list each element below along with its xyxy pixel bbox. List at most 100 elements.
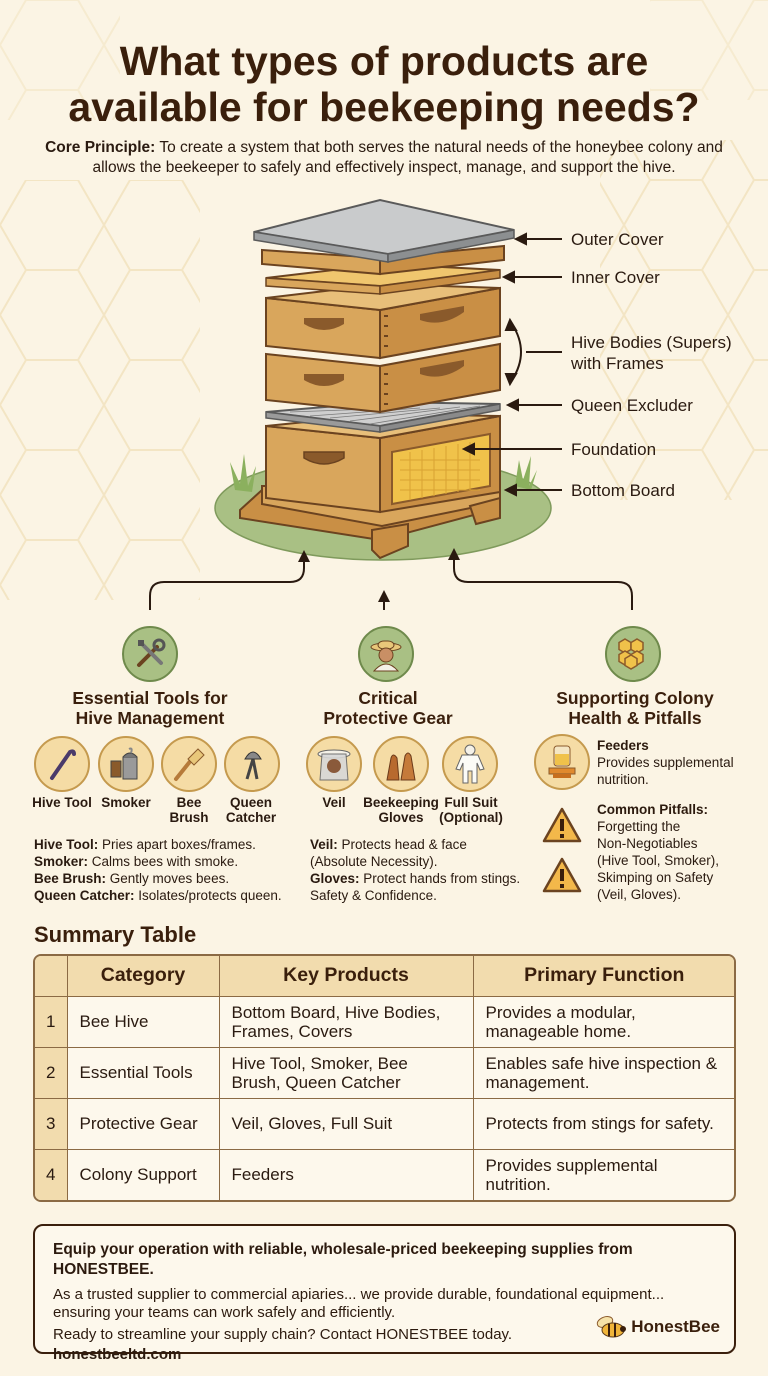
feeders-title: Feeders bbox=[597, 738, 649, 753]
cta-contact: Ready to streamline your supply chain? C… bbox=[53, 1326, 513, 1343]
pitfalls-line: (Veil, Gloves). bbox=[597, 887, 682, 902]
tools-icon bbox=[122, 626, 178, 682]
tools-desc-term: Smoker: bbox=[34, 854, 89, 869]
warning-icon bbox=[542, 807, 582, 843]
gloves-label-line-1: Beekeeping bbox=[363, 795, 439, 810]
hive-tool-icon bbox=[34, 736, 90, 792]
label-hive-bodies-line-2: with Frames bbox=[571, 354, 664, 373]
row-number: 3 bbox=[35, 1098, 68, 1150]
tools-desc-text: Gently moves bees. bbox=[106, 871, 230, 886]
hive-tool-label-line-1: Hive Tool bbox=[32, 795, 92, 810]
table-header-category: Category bbox=[67, 956, 220, 997]
cta-heading: Equip your operation with reliable, whol… bbox=[53, 1241, 633, 1278]
row-number: 1 bbox=[35, 996, 68, 1048]
support-heading: Supporting Colony Health & Pitfalls bbox=[530, 688, 740, 728]
feeder-icon bbox=[534, 734, 590, 790]
table-row: 2 Essential Tools Hive Tool, Smoker, Bee… bbox=[35, 1047, 734, 1099]
table-header-function: Primary Function bbox=[473, 956, 734, 997]
feeders-text-line-2: nutrition. bbox=[597, 772, 649, 787]
tools-desc-term: Hive Tool: bbox=[34, 837, 99, 852]
row-products: Hive Tool, Smoker, Bee Brush, Queen Catc… bbox=[219, 1047, 474, 1099]
title-line-1: What types of products are bbox=[119, 38, 649, 84]
gloves-label-line-2: Gloves bbox=[378, 810, 424, 825]
row-products: Bottom Board, Hive Bodies, Frames, Cover… bbox=[219, 996, 474, 1048]
summary-table: Category Key Products Primary Function 1… bbox=[33, 954, 736, 1202]
gear-heading-line-2: Protective Gear bbox=[323, 708, 453, 728]
tools-desc-text: Isolates/protects queen. bbox=[134, 888, 282, 903]
tools-desc-term: Queen Catcher: bbox=[34, 888, 135, 903]
gear-desc-text: Protect hands from stings. bbox=[359, 871, 521, 886]
bee-brush-label-line-2: Brush bbox=[169, 810, 209, 825]
pitfalls-line: (Hive Tool, Smoker), bbox=[597, 853, 720, 868]
smoker-label: Smoker bbox=[94, 795, 158, 810]
veil-label-line-1: Veil bbox=[322, 795, 346, 810]
tools-desc-row: Smoker: Calms bees with smoke. bbox=[34, 853, 302, 870]
queen-catcher-label-line-2: Catcher bbox=[225, 810, 277, 825]
hive-stand-leg bbox=[371, 522, 409, 560]
page-title: What types of products are available for… bbox=[0, 38, 768, 130]
row-function: Provides supplemental nutrition. bbox=[485, 1155, 658, 1194]
table-row: 3 Protective Gear Veil, Gloves, Full Sui… bbox=[35, 1098, 734, 1150]
gear-desc-row: Safety & Confidence. bbox=[310, 888, 437, 903]
bee-logo-icon bbox=[596, 1316, 627, 1338]
pitfalls-line: Forgetting the bbox=[597, 819, 681, 834]
title-line-2: available for beekeeping needs? bbox=[68, 84, 700, 130]
gear-desc-term: Veil: bbox=[310, 837, 338, 852]
website-link[interactable]: honestbeeltd.com bbox=[53, 1346, 182, 1363]
bee-brush-label-line-1: Bee bbox=[176, 795, 202, 810]
queen-catcher-label-line-1: Queen bbox=[229, 795, 272, 810]
row-category: Bee Hive bbox=[67, 996, 220, 1048]
foundation-comb bbox=[391, 432, 491, 506]
label-queen-excluder: Queen Excluder bbox=[571, 396, 693, 415]
label-bottom-board: Bottom Board bbox=[571, 481, 675, 500]
veil-label: Veil bbox=[300, 795, 368, 810]
feeders-block: Feeders Provides supplemental nutrition. bbox=[597, 738, 747, 788]
queen-catcher-icon bbox=[224, 736, 280, 792]
warning-icon bbox=[542, 857, 582, 893]
core-principle-label: Core Principle: bbox=[45, 139, 156, 156]
queen-catcher-label: Queen Catcher bbox=[218, 795, 284, 825]
full-suit-icon bbox=[442, 736, 498, 792]
full-suit-label-line-2: (Optional) bbox=[439, 810, 503, 825]
smoker-label-line-1: Smoker bbox=[101, 795, 151, 810]
tools-desc-row: Queen Catcher: Isolates/protects queen. bbox=[34, 887, 302, 904]
tools-desc-text: Calms bees with smoke. bbox=[88, 854, 239, 869]
support-heading-line-1: Supporting Colony bbox=[556, 688, 714, 708]
gear-heading-line-1: Critical bbox=[358, 688, 418, 708]
gear-desc-text: Protects head & face bbox=[337, 837, 467, 852]
row-products: Veil, Gloves, Full Suit bbox=[219, 1098, 474, 1150]
row-function: Protects from stings for safety. bbox=[473, 1098, 734, 1150]
gear-heading: Critical Protective Gear bbox=[288, 688, 488, 728]
gear-descriptions: Veil: Protects head & face (Absolute Nec… bbox=[310, 836, 540, 904]
label-inner-cover: Inner Cover bbox=[571, 268, 660, 287]
tools-desc-text: Pries apart boxes/frames. bbox=[98, 837, 256, 852]
summary-title: Summary Table bbox=[34, 922, 197, 947]
row-category: Essential Tools bbox=[67, 1047, 220, 1099]
tools-heading-line-2: Hive Management bbox=[75, 708, 225, 728]
gear-desc-row: Gloves: Protect hands from stings. bbox=[310, 870, 540, 887]
veil-icon bbox=[306, 736, 362, 792]
gear-desc-row: (Absolute Necessity). bbox=[310, 854, 438, 869]
support-heading-line-2: Health & Pitfalls bbox=[568, 708, 702, 728]
honeycomb-icon bbox=[605, 626, 661, 682]
core-principle: Core Principle: To create a system that … bbox=[40, 138, 728, 178]
gear-desc-term: Gloves: bbox=[310, 871, 360, 886]
brand-logo: HonestBee bbox=[593, 1314, 720, 1340]
row-function: Provides a modular, manageable home. bbox=[473, 996, 734, 1048]
tools-descriptions: Hive Tool: Pries apart boxes/frames. Smo… bbox=[34, 836, 302, 904]
pitfalls-line: Skimping on Safety bbox=[597, 870, 714, 885]
full-suit-label-line-1: Full Suit bbox=[444, 795, 498, 810]
pitfalls-block: Common Pitfalls: Forgetting the Non-Nego… bbox=[597, 802, 757, 903]
row-category: Protective Gear bbox=[67, 1098, 220, 1150]
pitfalls-title: Common Pitfalls: bbox=[597, 802, 709, 817]
feeders-text-line-1: Provides supplemental bbox=[597, 755, 734, 770]
bee-brush-icon bbox=[161, 736, 217, 792]
gloves-label: Beekeeping Gloves bbox=[360, 795, 442, 825]
bee-brush-label: Bee Brush bbox=[157, 795, 221, 825]
tools-heading-line-1: Essential Tools for bbox=[72, 688, 228, 708]
tools-desc-row: Hive Tool: Pries apart boxes/frames. bbox=[34, 836, 302, 853]
label-outer-cover: Outer Cover bbox=[571, 230, 664, 249]
row-number: 4 bbox=[35, 1149, 68, 1200]
brand-name: HonestBee bbox=[631, 1317, 720, 1336]
